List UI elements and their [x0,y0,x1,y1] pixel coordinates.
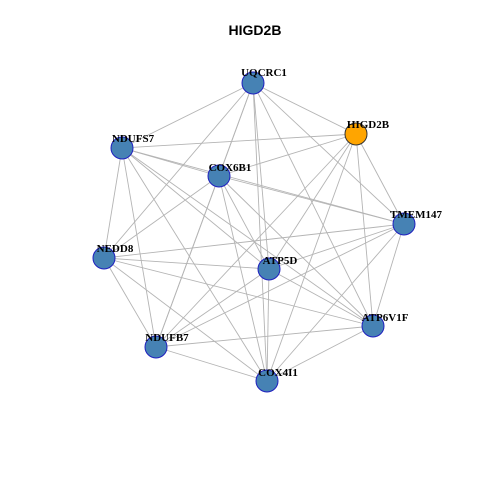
edge-atp6v1f-cox4i1 [266,325,374,382]
node-uqcrc1[interactable] [241,71,265,95]
edge-ndufs7-atp5d [121,147,270,270]
edge-cox6b1-atp5d [218,175,270,270]
node-cox6b1[interactable] [207,164,231,188]
node-label-nedd8: NEDD8 [97,243,134,255]
edge-tmem147-ndufb7 [155,223,405,348]
node-tmem147[interactable] [392,212,416,236]
node-ndufs7[interactable] [110,136,134,160]
edge-atp6v1f-ndufb7 [155,325,374,348]
edge-ndufs7-ndufb7 [121,147,157,348]
node-label-higd2b: HIGD2B [347,119,390,131]
node-label-tmem147: TMEM147 [390,209,442,221]
edge-cox6b1-tmem147 [218,175,405,225]
edge-nedd8-atp6v1f [103,257,374,327]
edge-tmem147-nedd8 [103,223,405,259]
figure-title: HIGD2B [229,22,282,38]
node-label-ndufb7: NDUFB7 [145,332,189,344]
edge-higd2b-atp6v1f [355,133,374,327]
edge-cox6b1-nedd8 [103,175,220,259]
edge-uqcrc1-atp6v1f [252,82,374,327]
edge-tmem147-atp5d [268,223,405,270]
edge-atp5d-atp6v1f [268,268,374,327]
node-label-ndufs7: NDUFS7 [112,133,155,145]
edge-ndufs7-nedd8 [103,147,123,259]
edge-cox6b1-cox4i1 [218,175,268,382]
edge-nedd8-cox4i1 [103,257,268,382]
nodes-layer [92,71,416,393]
edge-tmem147-atp6v1f [372,223,405,327]
edges-layer [103,82,405,382]
edge-uqcrc1-atp5d [252,82,270,270]
edge-ndufb7-cox4i1 [155,346,268,382]
node-label-atp6v1f: ATP6V1F [362,312,409,324]
edge-cox6b1-ndufb7 [155,175,220,348]
edge-nedd8-atp5d [103,257,270,270]
edge-uqcrc1-tmem147 [252,82,405,225]
edge-cox6b1-atp6v1f [218,175,374,327]
edge-nedd8-ndufb7 [103,257,157,348]
edge-higd2b-cox4i1 [266,133,357,382]
node-cox4i1[interactable] [255,369,279,393]
node-atp6v1f[interactable] [361,314,385,338]
edge-higd2b-ndufs7 [121,133,357,149]
node-label-atp5d: ATP5D [263,255,298,267]
edge-uqcrc1-ndufs7 [121,82,254,149]
node-atp5d[interactable] [257,257,281,281]
node-label-cox4i1: COX4I1 [258,367,298,379]
edge-tmem147-cox4i1 [266,223,405,382]
node-nedd8[interactable] [92,246,116,270]
edge-uqcrc1-nedd8 [103,82,254,259]
edge-atp5d-ndufb7 [155,268,270,348]
edge-ndufs7-cox4i1 [121,147,268,382]
edge-uqcrc1-cox4i1 [252,82,268,382]
edge-higd2b-tmem147 [355,133,405,225]
edge-higd2b-atp5d [268,133,357,270]
node-higd2b[interactable] [344,122,368,146]
edge-uqcrc1-higd2b [252,82,357,135]
node-label-cox6b1: COX6B1 [209,162,252,174]
edge-atp5d-cox4i1 [266,268,270,382]
edge-ndufs7-tmem147 [121,147,405,225]
node-label-uqcrc1: UQCRC1 [241,67,287,79]
edge-higd2b-cox6b1 [218,133,357,177]
edge-ndufs7-atp6v1f [121,147,374,327]
node-ndufb7[interactable] [144,335,168,359]
